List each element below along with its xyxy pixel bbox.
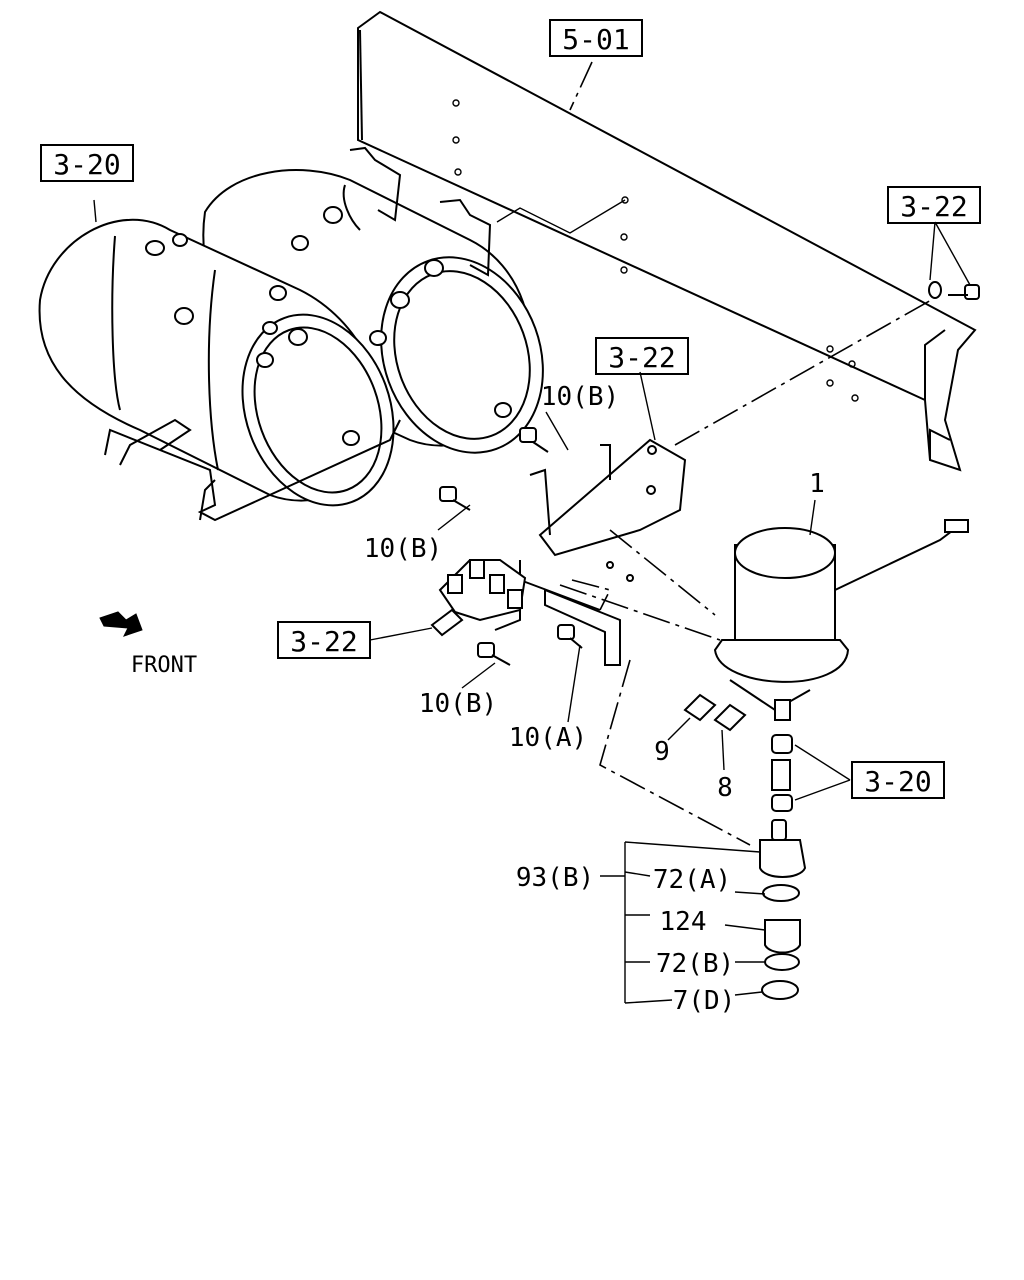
callout-bolt-10b-upper: 10(B) <box>541 382 619 412</box>
reference-fittings-box: 3-20 <box>851 761 945 799</box>
callout-air-dryer: 1 <box>809 469 825 499</box>
reference-fittings-label: 3-20 <box>864 765 931 798</box>
bolt-10b-upper <box>519 427 549 453</box>
callout-fitting-8: 8 <box>717 773 733 803</box>
callout-kit-7d: 7(D) <box>673 986 736 1016</box>
callout-fitting-9: 9 <box>654 737 670 767</box>
frame-bolt <box>928 281 980 300</box>
fitting-9 <box>683 693 717 722</box>
bolt-10a <box>557 624 583 649</box>
reference-bracket-label: 3-22 <box>608 341 675 374</box>
callout-kit-124: 124 <box>660 907 707 937</box>
reference-bracket-bolt-label: 3-22 <box>900 190 967 223</box>
callout-kit-72b: 72(B) <box>656 949 734 979</box>
fittings-3-20 <box>771 734 793 812</box>
kit-housing <box>759 819 807 1000</box>
leader-lines <box>93 199 971 1004</box>
reference-frame-box: 5-01 <box>549 19 643 57</box>
reference-bracket-bolt-box: 3-22 <box>887 186 981 224</box>
air-tanks <box>38 146 544 522</box>
front-arrow-icon <box>99 611 143 637</box>
bolt-10b-left <box>439 486 471 511</box>
front-label: FRONT <box>131 653 197 678</box>
callout-bolt-10b-lower: 10(B) <box>419 689 497 719</box>
callout-kit-93b: 93(B) <box>516 863 594 893</box>
reference-bracket-box: 3-22 <box>595 337 689 375</box>
air-dryer <box>713 519 969 721</box>
reference-tanks-label: 3-20 <box>53 148 120 181</box>
bolt-10b-lower <box>477 642 511 666</box>
valve-assembly <box>430 559 527 637</box>
reference-frame-label: 5-01 <box>562 23 629 56</box>
reference-valve-box: 3-22 <box>277 621 371 659</box>
reference-valve-label: 3-22 <box>290 625 357 658</box>
frame-rail <box>357 10 977 472</box>
callout-kit-72a: 72(A) <box>653 865 731 895</box>
reference-tanks-box: 3-20 <box>40 144 134 182</box>
callout-bolt-10a: 10(A) <box>509 723 587 753</box>
fitting-8 <box>713 703 747 732</box>
callout-bolt-10b-left: 10(B) <box>364 534 442 564</box>
